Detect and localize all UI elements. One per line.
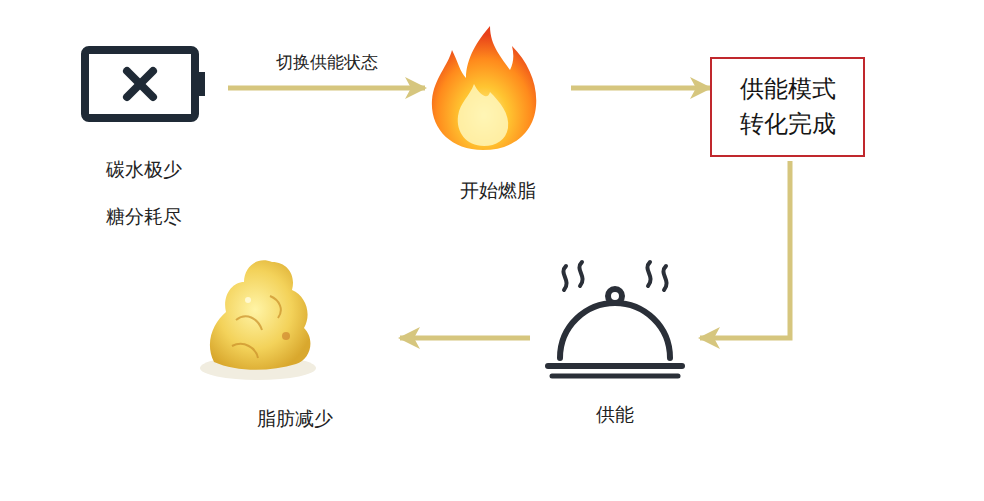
node-caption: 碳水极少 糖分耗尽 [102, 146, 186, 240]
empty-battery-icon [85, 50, 204, 118]
flow-arrow [400, 336, 530, 341]
result-box: 供能模式 转化完成 [710, 57, 865, 157]
caption-holder: 碳水极少 糖分耗尽 [60, 146, 228, 240]
node-caption: 开始燃脂 [460, 176, 536, 204]
flow-arrow [700, 161, 790, 338]
body-fat-picture [200, 260, 316, 380]
node-caption: 脂肪减少 [257, 404, 333, 432]
flame-icon [432, 26, 536, 150]
caption-holder: 脂肪减少 [190, 404, 400, 432]
fat-node: 脂肪减少 [190, 248, 400, 444]
cloche-node: 供能 [530, 252, 700, 440]
flow-arrow [571, 86, 710, 91]
battery-node: 碳水极少 糖分耗尽 [60, 36, 228, 236]
node-caption: 供能 [596, 400, 634, 428]
flow-arrow [228, 86, 425, 91]
caption-holder: 开始燃脂 [425, 176, 571, 204]
arrow-label: 切换供能状态 [273, 51, 381, 74]
caption-holder: 供能 [530, 400, 700, 428]
food-cloche-icon [548, 262, 682, 376]
flame-node: 开始燃脂 [425, 18, 571, 210]
result-text: 供能模式 转化完成 [735, 72, 841, 142]
